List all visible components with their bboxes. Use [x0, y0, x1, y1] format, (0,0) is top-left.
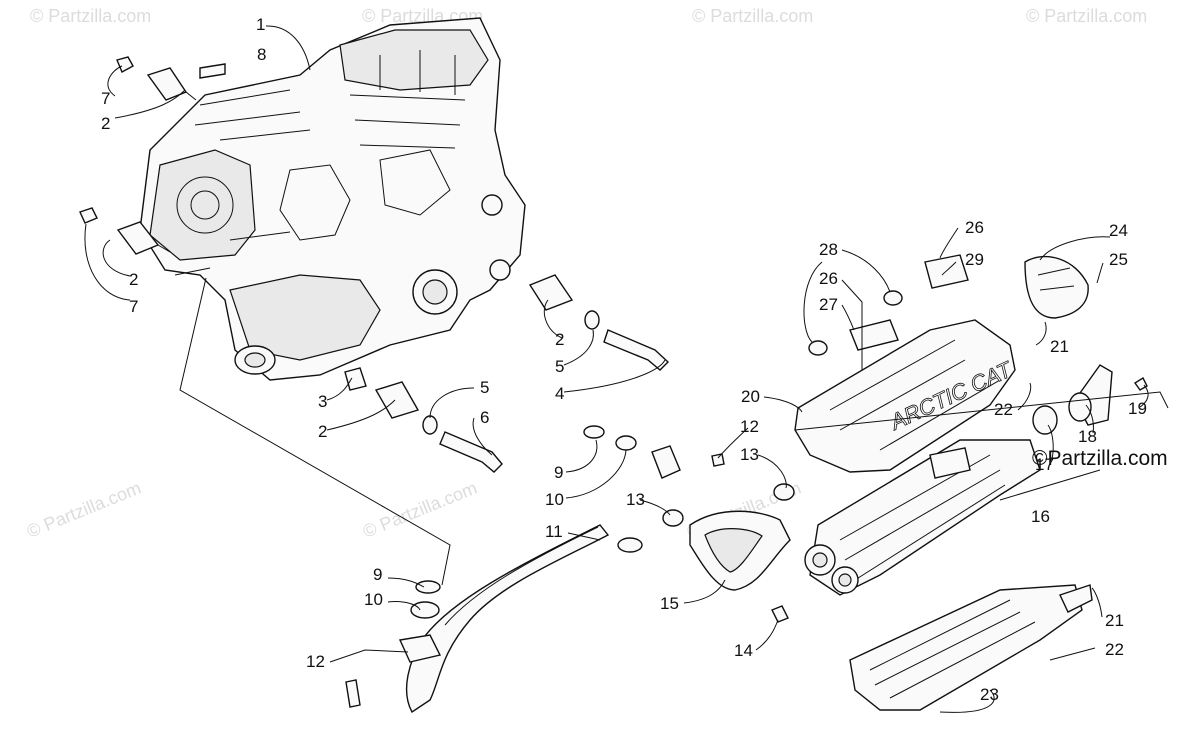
callout-22: 22 [994, 400, 1013, 419]
callout-26: 26 [965, 218, 984, 237]
callout-7: 7 [101, 89, 110, 108]
callout-21: 21 [1105, 611, 1124, 630]
callout-14: 14 [734, 641, 753, 660]
callout-2: 2 [129, 270, 138, 289]
spark-arrestor-cover [1024, 255, 1089, 319]
callout-27: 27 [819, 295, 838, 314]
watermark-text: © Partzilla.com [360, 478, 480, 542]
callout-28: 28 [819, 240, 838, 259]
callout-24: 24 [1109, 221, 1128, 240]
mount-hardware-left [79, 56, 197, 255]
callout-4: 4 [555, 384, 564, 403]
callout-9: 9 [373, 565, 382, 584]
callout-10: 10 [545, 490, 564, 509]
callout-2: 2 [318, 422, 327, 441]
callout-13: 13 [740, 445, 759, 464]
callout-16: 16 [1031, 507, 1050, 526]
callout-23: 23 [980, 685, 999, 704]
header-pipe [345, 524, 643, 714]
watermark-text: © Partzilla.com [692, 6, 813, 26]
callout-12: 12 [306, 652, 325, 671]
callout-12: 12 [740, 417, 759, 436]
watermark-text: © Partzilla.com [24, 478, 144, 542]
callout-17: 17 [1035, 455, 1054, 474]
callout-9: 9 [554, 463, 563, 482]
callout-11: 11 [545, 522, 563, 541]
callout-5: 5 [480, 378, 489, 397]
callout-22: 22 [1105, 640, 1124, 659]
callout-labels: 1 8 7 2 2 7 2 5 4 3 2 5 6 9 10 11 12 13 … [101, 15, 1147, 704]
callout-21: 21 [1050, 337, 1069, 356]
lower-heat-shield [849, 584, 1093, 711]
tailpipe-parts [1032, 364, 1148, 435]
watermark-text: © Partzilla.com [1026, 6, 1147, 26]
callout-19: 19 [1128, 399, 1147, 418]
callout-25: 25 [1109, 250, 1128, 269]
callout-2: 2 [101, 114, 110, 133]
mid-pipe [583, 425, 795, 623]
bracket-line [999, 469, 1101, 501]
callout-10: 10 [364, 590, 383, 609]
callout-26: 26 [819, 269, 838, 288]
callout-1: 1 [256, 15, 265, 34]
callout-2: 2 [555, 330, 564, 349]
heat-shield: ARCTIC CAT [794, 254, 1017, 473]
bracket-line [794, 391, 1169, 431]
callout-5: 5 [555, 357, 564, 376]
callout-15: 15 [660, 594, 679, 613]
muffler [804, 439, 1041, 596]
callout-7: 7 [129, 297, 138, 316]
partzilla-credit: ©Partzilla.com [1032, 447, 1168, 470]
callout-13: 13 [626, 490, 645, 509]
callout-8: 8 [257, 45, 266, 64]
callout-20: 20 [741, 387, 760, 406]
callout-6: 6 [480, 408, 489, 427]
callout-3: 3 [318, 392, 327, 411]
watermark-text: © Partzilla.com [30, 6, 151, 26]
callout-18: 18 [1078, 427, 1097, 446]
mount-hardware-right [344, 274, 670, 473]
callout-29: 29 [965, 250, 984, 269]
engine-assembly [139, 17, 526, 381]
decal-part-8 [199, 63, 226, 79]
leader-lines [84, 25, 1149, 713]
